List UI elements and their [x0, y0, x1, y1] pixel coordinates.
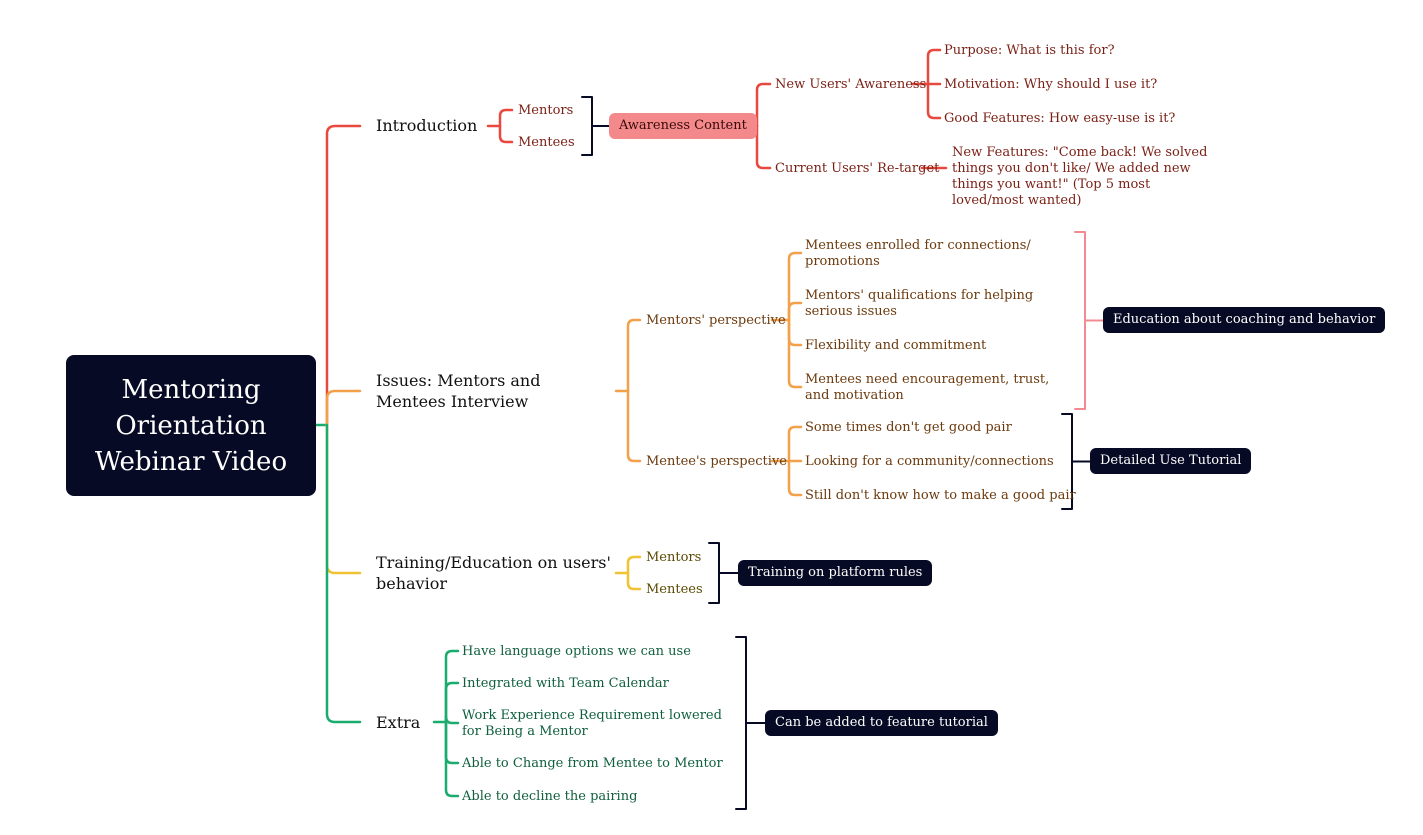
awareness-fan-branch-0 [755, 82, 772, 128]
intro-fan-branch-0 [498, 108, 514, 128]
extra-item-calendar[interactable]: Integrated with Team Calendar [462, 676, 669, 691]
root-title: Mentoring Orientation Webinar Video [94, 374, 288, 477]
extra-fan-branch-2 [444, 715, 460, 725]
education-summary[interactable]: Education about coaching and behavior [1103, 307, 1386, 333]
training-fan-branch-1 [626, 571, 642, 591]
extra-fan-branch-3 [444, 720, 460, 765]
mentors-fan-branch-2 [787, 318, 803, 347]
awareness-fan-branch-1 [755, 124, 772, 170]
training-fan-branch-0 [626, 555, 642, 575]
training-rules-summary[interactable]: Training on platform rules [738, 560, 933, 586]
training-bracket [708, 542, 720, 604]
mentees-item-community[interactable]: Looking for a community/connections [805, 454, 1054, 469]
mentors-item-qualifications[interactable]: Mentors' qualifications for helping seri… [805, 288, 1034, 319]
extra-fan-branch-4 [444, 720, 460, 798]
feature-tutorial-summary[interactable]: Can be added to feature tutorial [765, 710, 998, 736]
topic-issues[interactable]: Issues: Mentors and Mentees Interview [376, 371, 541, 411]
mentees-item-pair[interactable]: Some times don't get good pair [805, 420, 1012, 435]
topic-introduction[interactable]: Introduction [376, 116, 478, 135]
introduction-mentors[interactable]: Mentors [518, 103, 574, 118]
new-users-item-motivation[interactable]: Motivation: Why should I use it? [944, 77, 1158, 92]
new-users-item-purpose[interactable]: Purpose: What is this for? [944, 43, 1115, 58]
awareness-content-summary[interactable]: Awareness Content [609, 113, 757, 139]
mentees-fan-branch-0 [787, 425, 803, 463]
current-users-retarget[interactable]: Current Users' Re-target [775, 161, 940, 176]
extra-item-experience[interactable]: Work Experience Requirement lowered for … [462, 708, 722, 739]
branch-extra [325, 423, 362, 724]
root-topic[interactable]: Mentoring Orientation Webinar Video [66, 355, 316, 496]
current-users-item-new-features[interactable]: New Features: "Come back! We solved thin… [952, 145, 1208, 208]
intro-fan-branch-1 [498, 124, 514, 144]
mentors-item-encouragement[interactable]: Mentees need encouragement, trust, and m… [805, 372, 1050, 403]
mentees-fan-branch-2 [787, 459, 803, 497]
extra-item-decline[interactable]: Able to decline the pairing [462, 789, 638, 804]
introduction-mentees[interactable]: Mentees [518, 135, 575, 150]
newusers-fan-branch-2 [926, 82, 942, 120]
extra-item-language[interactable]: Have language options we can use [462, 644, 691, 659]
mentors-fan-branch-3 [787, 318, 803, 389]
intro-bracket [581, 96, 593, 156]
topic-training[interactable]: Training/Education on users' behavior [376, 553, 611, 593]
branch-introduction [325, 124, 362, 427]
newusers-fan-branch-0 [926, 48, 942, 86]
mentors-fan-branch-0 [787, 251, 803, 322]
training-mentors[interactable]: Mentors [646, 550, 702, 565]
extra-fan-branch-0 [444, 649, 460, 724]
mentees-item-good-pair[interactable]: Still don't know how to make a good pair [805, 488, 1076, 503]
topic-extra[interactable]: Extra [376, 713, 421, 732]
mentees-perspective[interactable]: Mentee's perspective [646, 454, 787, 469]
mentors-item-enrolled[interactable]: Mentees enrolled for connections/ promot… [805, 238, 1031, 269]
issues-fan-branch-1 [626, 389, 642, 463]
branch-training [325, 423, 362, 575]
issues-fan-branch-0 [626, 318, 642, 393]
mentors-item-flexibility[interactable]: Flexibility and commitment [805, 338, 987, 353]
new-users-item-features[interactable]: Good Features: How easy-use is it? [944, 111, 1176, 126]
extra-item-change-role[interactable]: Able to Change from Mentee to Mentor [462, 756, 723, 771]
mentors-perspective[interactable]: Mentors' perspective [646, 313, 786, 328]
mentors-bracket [1074, 231, 1086, 410]
training-mentees[interactable]: Mentees [646, 582, 703, 597]
extra-fan-branch-1 [444, 681, 460, 724]
new-users-awareness[interactable]: New Users' Awareness [775, 77, 927, 92]
mentors-fan-branch-1 [787, 301, 803, 322]
branch-issues [325, 389, 362, 427]
detailed-tutorial-summary[interactable]: Detailed Use Tutorial [1090, 448, 1252, 474]
extra-bracket [735, 636, 747, 810]
